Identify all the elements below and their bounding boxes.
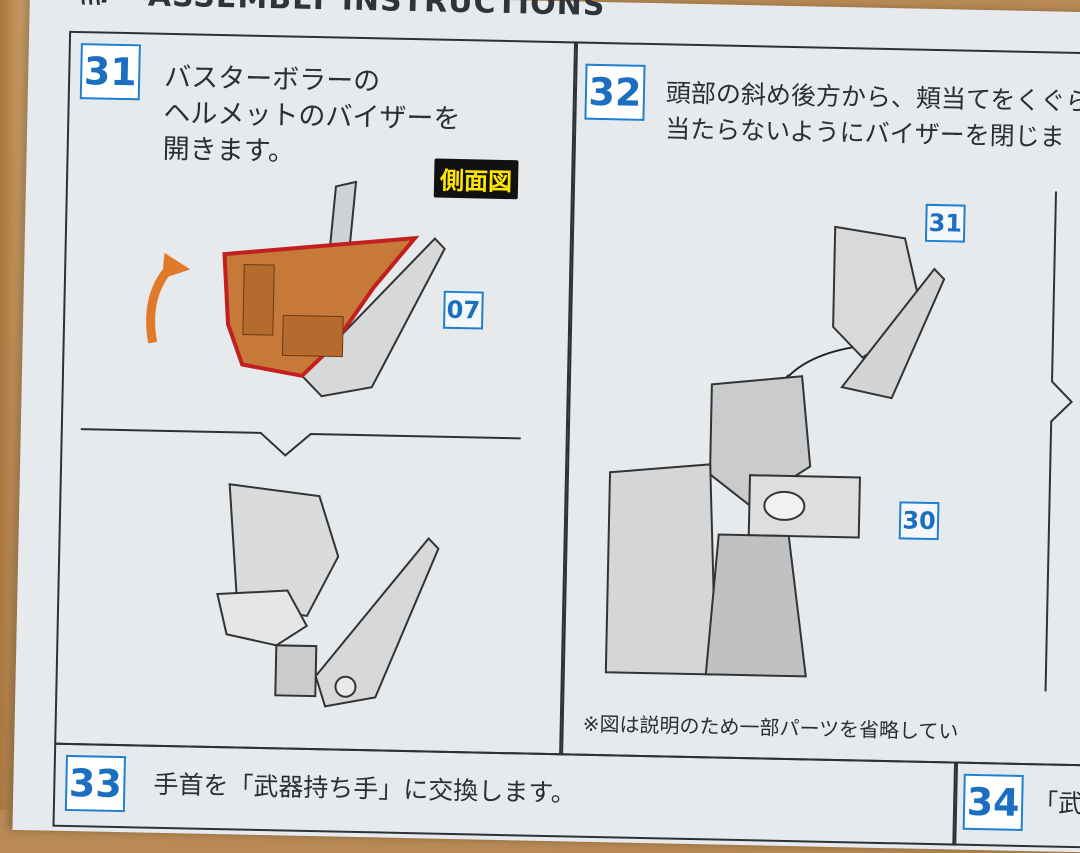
step-34-text: 「武 <box>1032 788 1080 819</box>
step-31-text-line3: 開きます。 <box>162 133 296 168</box>
step-34-number: 34 <box>962 773 1024 831</box>
step-31-number: 31 <box>79 43 141 101</box>
helmet-visor-illustration <box>216 483 440 708</box>
step-divider <box>80 428 521 457</box>
helmet-open-illustration <box>146 180 446 398</box>
assembly-illustration <box>604 225 946 678</box>
page-title: ASSEMBLY INSTRUCTIONS <box>147 0 606 24</box>
instruction-sheet: \\\. ASSEMBLY INSTRUCTIONS 31 バスターボラーの ヘ… <box>12 0 1080 853</box>
flow-arrow-line <box>1044 191 1074 692</box>
brand-logo: \\\. <box>78 0 109 10</box>
step-33-number: 33 <box>64 754 126 813</box>
step-32-number: 32 <box>584 63 646 121</box>
